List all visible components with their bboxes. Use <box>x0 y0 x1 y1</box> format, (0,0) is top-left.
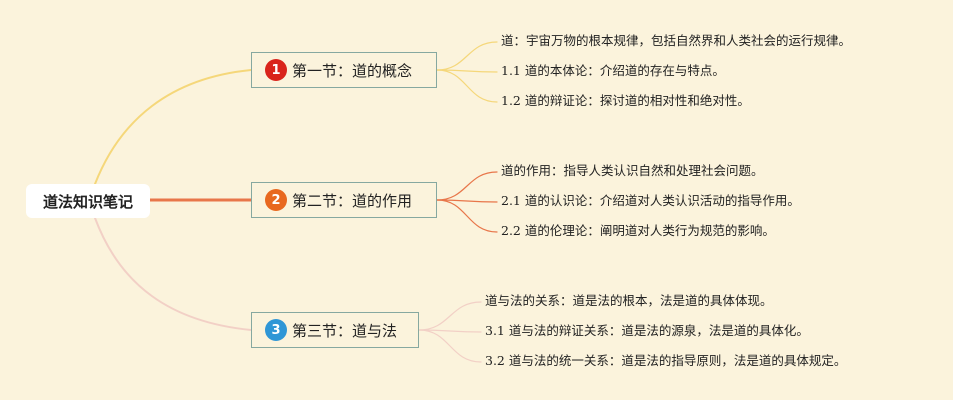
leaf-item[interactable]: 3.1 道与法的辩证关系：道是法的源泉，法是道的具体化。 <box>485 323 809 338</box>
section-label-3: 第三节：道与法 <box>292 321 398 340</box>
leaf-branch <box>418 329 482 363</box>
leaf-item[interactable]: 1.1 道的本体论：介绍道的存在与特点。 <box>501 63 725 78</box>
leaf-branch <box>436 41 498 71</box>
root-node[interactable]: 道法知识笔记 <box>26 184 150 218</box>
leaf-item[interactable]: 道：宇宙万物的根本规律，包括自然界和人类社会的运行规律。 <box>501 33 852 48</box>
leaf-item[interactable]: 2.1 道的认识论：介绍道对人类认识活动的指导作用。 <box>501 193 800 208</box>
number-badge-3: 3 <box>265 319 287 341</box>
leaf-item[interactable]: 1.2 道的辩证论：探讨道的相对性和绝对性。 <box>501 93 750 108</box>
section-node-2[interactable]: 2 第二节：道的作用 <box>251 182 437 218</box>
leaf-item[interactable]: 道的作用：指导人类认识自然和处理社会问题。 <box>501 163 764 178</box>
leaf-branch <box>418 301 482 331</box>
leaf-item[interactable]: 3.2 道与法的统一关系：道是法的指导原则，法是道的具体规定。 <box>485 353 847 368</box>
number-badge-1: 1 <box>265 59 287 81</box>
section-label-1: 第一节：道的概念 <box>292 61 413 80</box>
root-branch-3 <box>94 217 252 331</box>
section-node-3[interactable]: 3 第三节：道与法 <box>251 312 419 348</box>
leaf-branch <box>436 199 498 233</box>
section-node-1[interactable]: 1 第一节：道的概念 <box>251 52 437 88</box>
leaf-item[interactable]: 2.2 道的伦理论：阐明道对人类行为规范的影响。 <box>501 223 775 238</box>
number-badge-2: 2 <box>265 189 287 211</box>
leaf-branch <box>436 69 498 103</box>
root-label: 道法知识笔记 <box>42 192 133 211</box>
root-branch-1 <box>94 69 252 185</box>
leaf-branch <box>436 171 498 201</box>
section-label-2: 第二节：道的作用 <box>292 191 413 210</box>
leaf-item[interactable]: 道与法的关系：道是法的根本，法是道的具体体现。 <box>485 293 773 308</box>
